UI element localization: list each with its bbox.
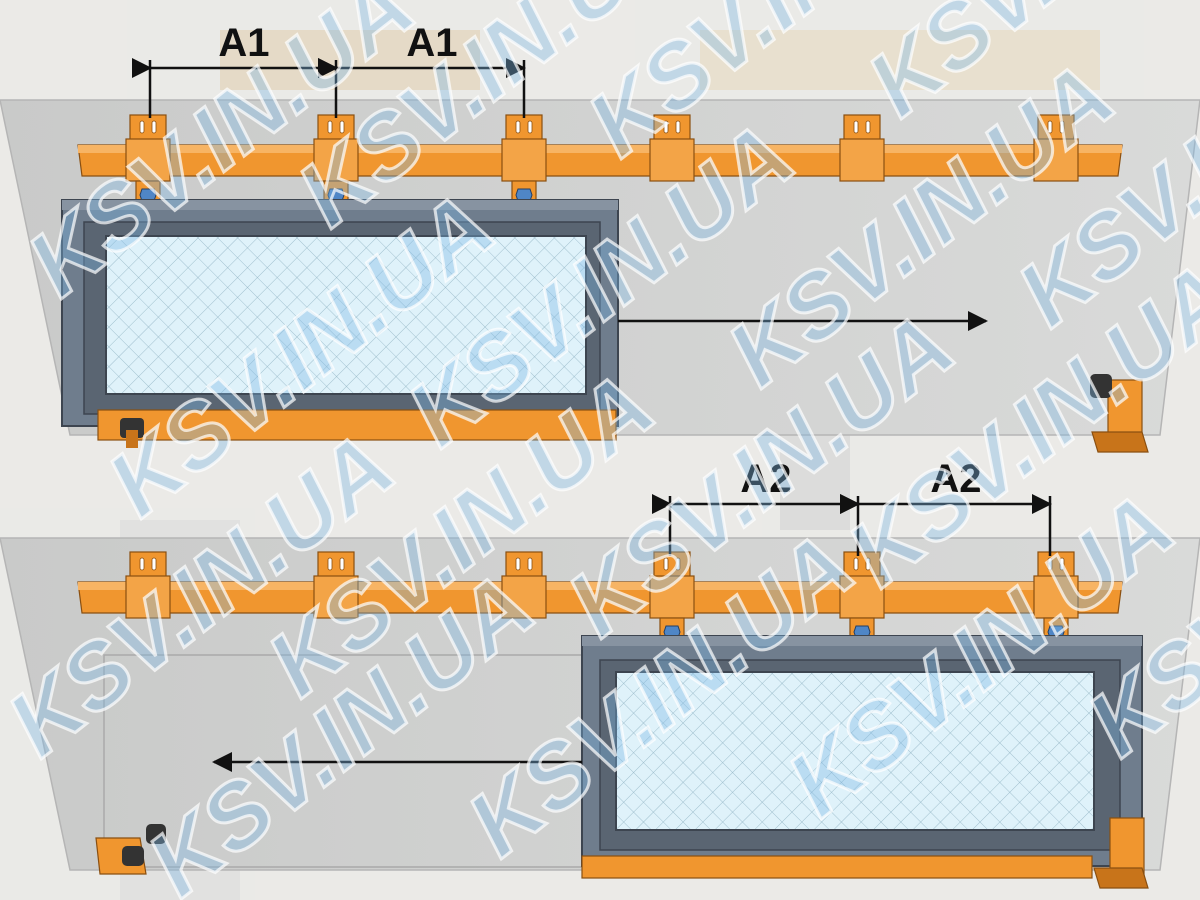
rail-bracket (839, 114, 885, 182)
rail-bracket (125, 114, 171, 206)
top-sliding-door (61, 199, 619, 441)
bottom-right-stopper (1093, 817, 1149, 889)
rail-bracket (649, 114, 695, 182)
rail-bracket (1033, 114, 1079, 182)
bottom-dimension-label-1: A2 (740, 457, 791, 501)
top-dimension-label-2: A1 (406, 21, 457, 65)
top-right-stopper (1090, 374, 1149, 453)
bottom-dimension-label-2: A2 (930, 457, 981, 501)
bottom-left-stopper (95, 824, 166, 875)
rail-bracket (839, 551, 885, 643)
top-rail-brackets (125, 114, 1079, 206)
rail-bracket (1033, 551, 1079, 643)
bottom-dimension-lines (652, 494, 1052, 556)
top-door-stopper-knob (120, 418, 144, 448)
top-dimension-label-1: A1 (218, 21, 269, 65)
rail-bracket (313, 114, 359, 206)
rail-bracket (649, 551, 695, 643)
top-dimension-lines (132, 58, 526, 118)
rail-bracket (501, 551, 547, 619)
rail-bracket (501, 114, 547, 206)
rail-bracket (125, 551, 171, 619)
bottom-rail-brackets (125, 551, 1079, 643)
rail-bracket (313, 551, 359, 619)
bottom-sliding-door (581, 635, 1143, 879)
